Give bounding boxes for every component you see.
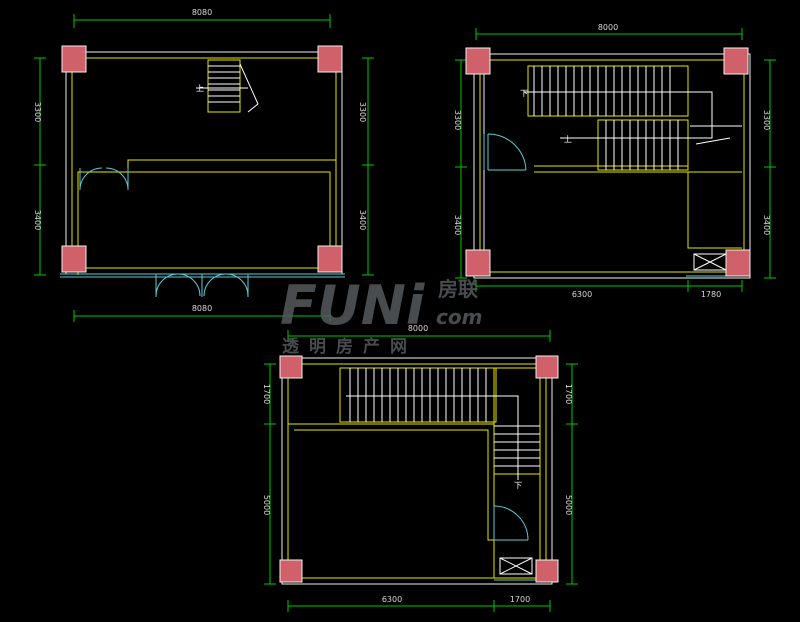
column — [61, 245, 87, 273]
watermark-brand: FUNi — [280, 274, 426, 337]
plan-bottom-dim-right-lower: 5000 — [564, 495, 573, 515]
plan-right-stair-label-up: 上 — [564, 135, 572, 144]
plan-bottom-stairs — [346, 368, 540, 480]
column — [725, 249, 751, 277]
plan-left-dimensions — [34, 14, 374, 322]
column — [279, 355, 303, 379]
plan-left-stair — [196, 59, 259, 113]
plan-right-stairs — [524, 66, 742, 170]
plan-bottom: 8000 1700 5000 1700 5000 6300 1700 — [262, 324, 578, 612]
plan-left-doors — [79, 167, 249, 297]
column — [317, 245, 343, 273]
plan-right-dim-left-upper: 3300 — [453, 110, 462, 130]
plan-right-dim-right-upper: 3300 — [762, 110, 771, 130]
plan-right-dimensions — [455, 28, 776, 292]
plan-right-dim-right-lower: 3400 — [762, 215, 771, 235]
plan-left-dim-bottom: 8080 — [192, 304, 212, 313]
column — [535, 355, 559, 379]
column — [465, 249, 491, 277]
column — [279, 559, 303, 583]
plan-bottom-dim-left-upper: 1700 — [262, 384, 271, 404]
plan-bottom-stair-label: 下 — [514, 481, 522, 490]
plan-right-door — [483, 133, 527, 171]
plan-bottom-dim-left-lower: 5000 — [262, 495, 271, 515]
plan-left-dim-right-upper: 3300 — [358, 102, 367, 122]
column — [61, 45, 87, 73]
watermark-cn-brand: 房联 — [438, 277, 478, 301]
watermark-domain: com — [436, 305, 482, 329]
plan-bottom-walls — [281, 357, 553, 585]
plan-right-dim-bottom-left: 6300 — [572, 290, 592, 299]
plan-right-walls — [473, 53, 751, 279]
watermark-cn-tagline: 透明房产网 — [282, 336, 417, 357]
plan-left-stair-label: 上 — [196, 84, 204, 93]
column — [317, 45, 343, 73]
plan-right-stair-label-down: 下 — [520, 89, 528, 98]
plan-right-columns — [465, 47, 751, 277]
plan-left-dim-left-upper: 3300 — [33, 102, 42, 122]
plan-bottom-columns — [279, 355, 559, 583]
plan-left-columns — [61, 45, 343, 273]
plan-left-dim-left-lower: 3400 — [33, 210, 42, 230]
column — [723, 47, 749, 75]
plan-bottom-dim-bottom-right: 1700 — [510, 595, 530, 604]
plan-right-dim-top: 8000 — [598, 23, 618, 32]
plan-right-dim-left-lower: 3400 — [453, 215, 462, 235]
column — [535, 559, 559, 583]
plan-bottom-door — [493, 505, 529, 541]
watermark: FUNi 房联 com 透明房产网 — [280, 274, 482, 357]
plan-right: 8000 3300 3400 3300 3400 6300 1780 — [453, 23, 776, 299]
plan-bottom-dim-bottom-left: 6300 — [382, 595, 402, 604]
plan-bottom-dim-right-upper: 1700 — [564, 384, 573, 404]
plan-left-dim-right-lower: 3400 — [358, 210, 367, 230]
plan-bottom-dim-top: 8000 — [408, 324, 428, 333]
plan-left-dim-top: 8080 — [192, 8, 212, 17]
plan-left: 8080 8080 3300 3400 3300 3400 — [33, 8, 374, 322]
plan-bottom-dimensions — [264, 330, 578, 612]
plan-left-walls — [65, 51, 343, 275]
plan-right-dim-bottom-right: 1780 — [701, 290, 721, 299]
column — [465, 47, 491, 75]
